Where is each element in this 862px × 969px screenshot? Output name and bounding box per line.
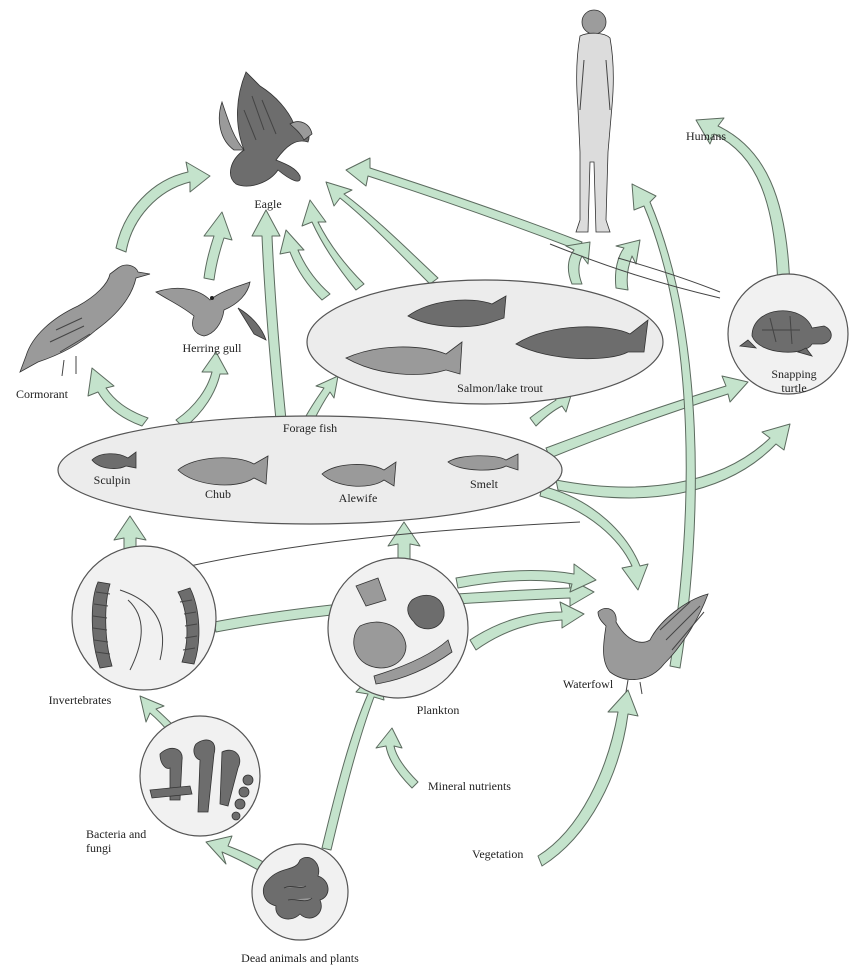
- salmon-lake-trout-node: Salmon/lake trout: [307, 280, 663, 404]
- eagle-label: Eagle: [254, 197, 281, 211]
- sculpin-label: Sculpin: [94, 473, 131, 487]
- snapping-label: Snapping: [771, 367, 816, 381]
- vegetation-label: Vegetation: [472, 847, 523, 861]
- arrow-humans-to-eagle: [346, 158, 582, 250]
- arrow-turtle-to-humans: [696, 118, 790, 292]
- salmon-label: Salmon/lake trout: [457, 381, 543, 395]
- smelt-label: Smelt: [470, 477, 499, 491]
- arrow-waterfowl-to-humans: [632, 184, 695, 668]
- waterfowl-icon: [598, 594, 708, 694]
- arrow-cormorant-to-eagle: [116, 162, 210, 252]
- forage-fish-label: Forage fish: [283, 421, 337, 435]
- eagle-icon: [219, 72, 312, 186]
- cormorant-icon: [20, 265, 150, 376]
- arrow-plankton-to-forage: [388, 522, 420, 560]
- dead-label: Dead animals and plants: [241, 951, 359, 965]
- chub-label: Chub: [205, 487, 231, 501]
- invertebrates-label: Invertebrates: [49, 693, 112, 707]
- snapping-turtle-node: Snapping turtle: [728, 274, 848, 395]
- arrow-salmon-to-humans-2: [615, 240, 640, 290]
- herring-gull-icon: [156, 282, 266, 340]
- plankton-label: Plankton: [417, 703, 460, 717]
- arrow-vegetation-to-waterfowl: [538, 690, 638, 866]
- bacteria-fungi-node: [140, 716, 260, 836]
- arrow-forage-to-salmon: [306, 376, 338, 420]
- human-figure-icon: [576, 10, 613, 232]
- alewife-label: Alewife: [339, 491, 378, 505]
- plankton-node: [328, 558, 468, 698]
- forage-fish-node: Forage fish Sculpin Chub Alewife Smelt: [58, 416, 562, 524]
- arrow-gull-to-eagle: [204, 212, 232, 280]
- mineral-nutrients-label: Mineral nutrients: [428, 779, 511, 793]
- bacteria-label-line2: fungi: [86, 841, 112, 855]
- invertebrates-node: [72, 546, 216, 690]
- arrow-forage-to-eagle: [252, 210, 286, 420]
- arrow-forage-to-gull: [176, 352, 228, 428]
- cormorant-label: Cormorant: [16, 387, 69, 401]
- arrow-forage-to-cormorant: [88, 368, 148, 426]
- dead-animals-plants-node: [252, 844, 348, 940]
- waterfowl-label: Waterfowl: [563, 677, 614, 691]
- arrow-plankton-to-waterfowl-lower: [470, 602, 584, 650]
- arrow-dead-to-plankton: [322, 668, 384, 850]
- bacteria-label-line1: Bacteria and: [86, 827, 146, 841]
- herring-gull-label: Herring gull: [183, 341, 243, 355]
- arrow-mineral-to-plankton: [376, 728, 418, 788]
- turtle-label: turtle: [781, 381, 806, 395]
- arrow-salmon-to-humans-1: [566, 242, 590, 284]
- arrow-plankton-to-waterfowl-upper: [456, 564, 596, 592]
- humans-label: Humans: [686, 129, 726, 143]
